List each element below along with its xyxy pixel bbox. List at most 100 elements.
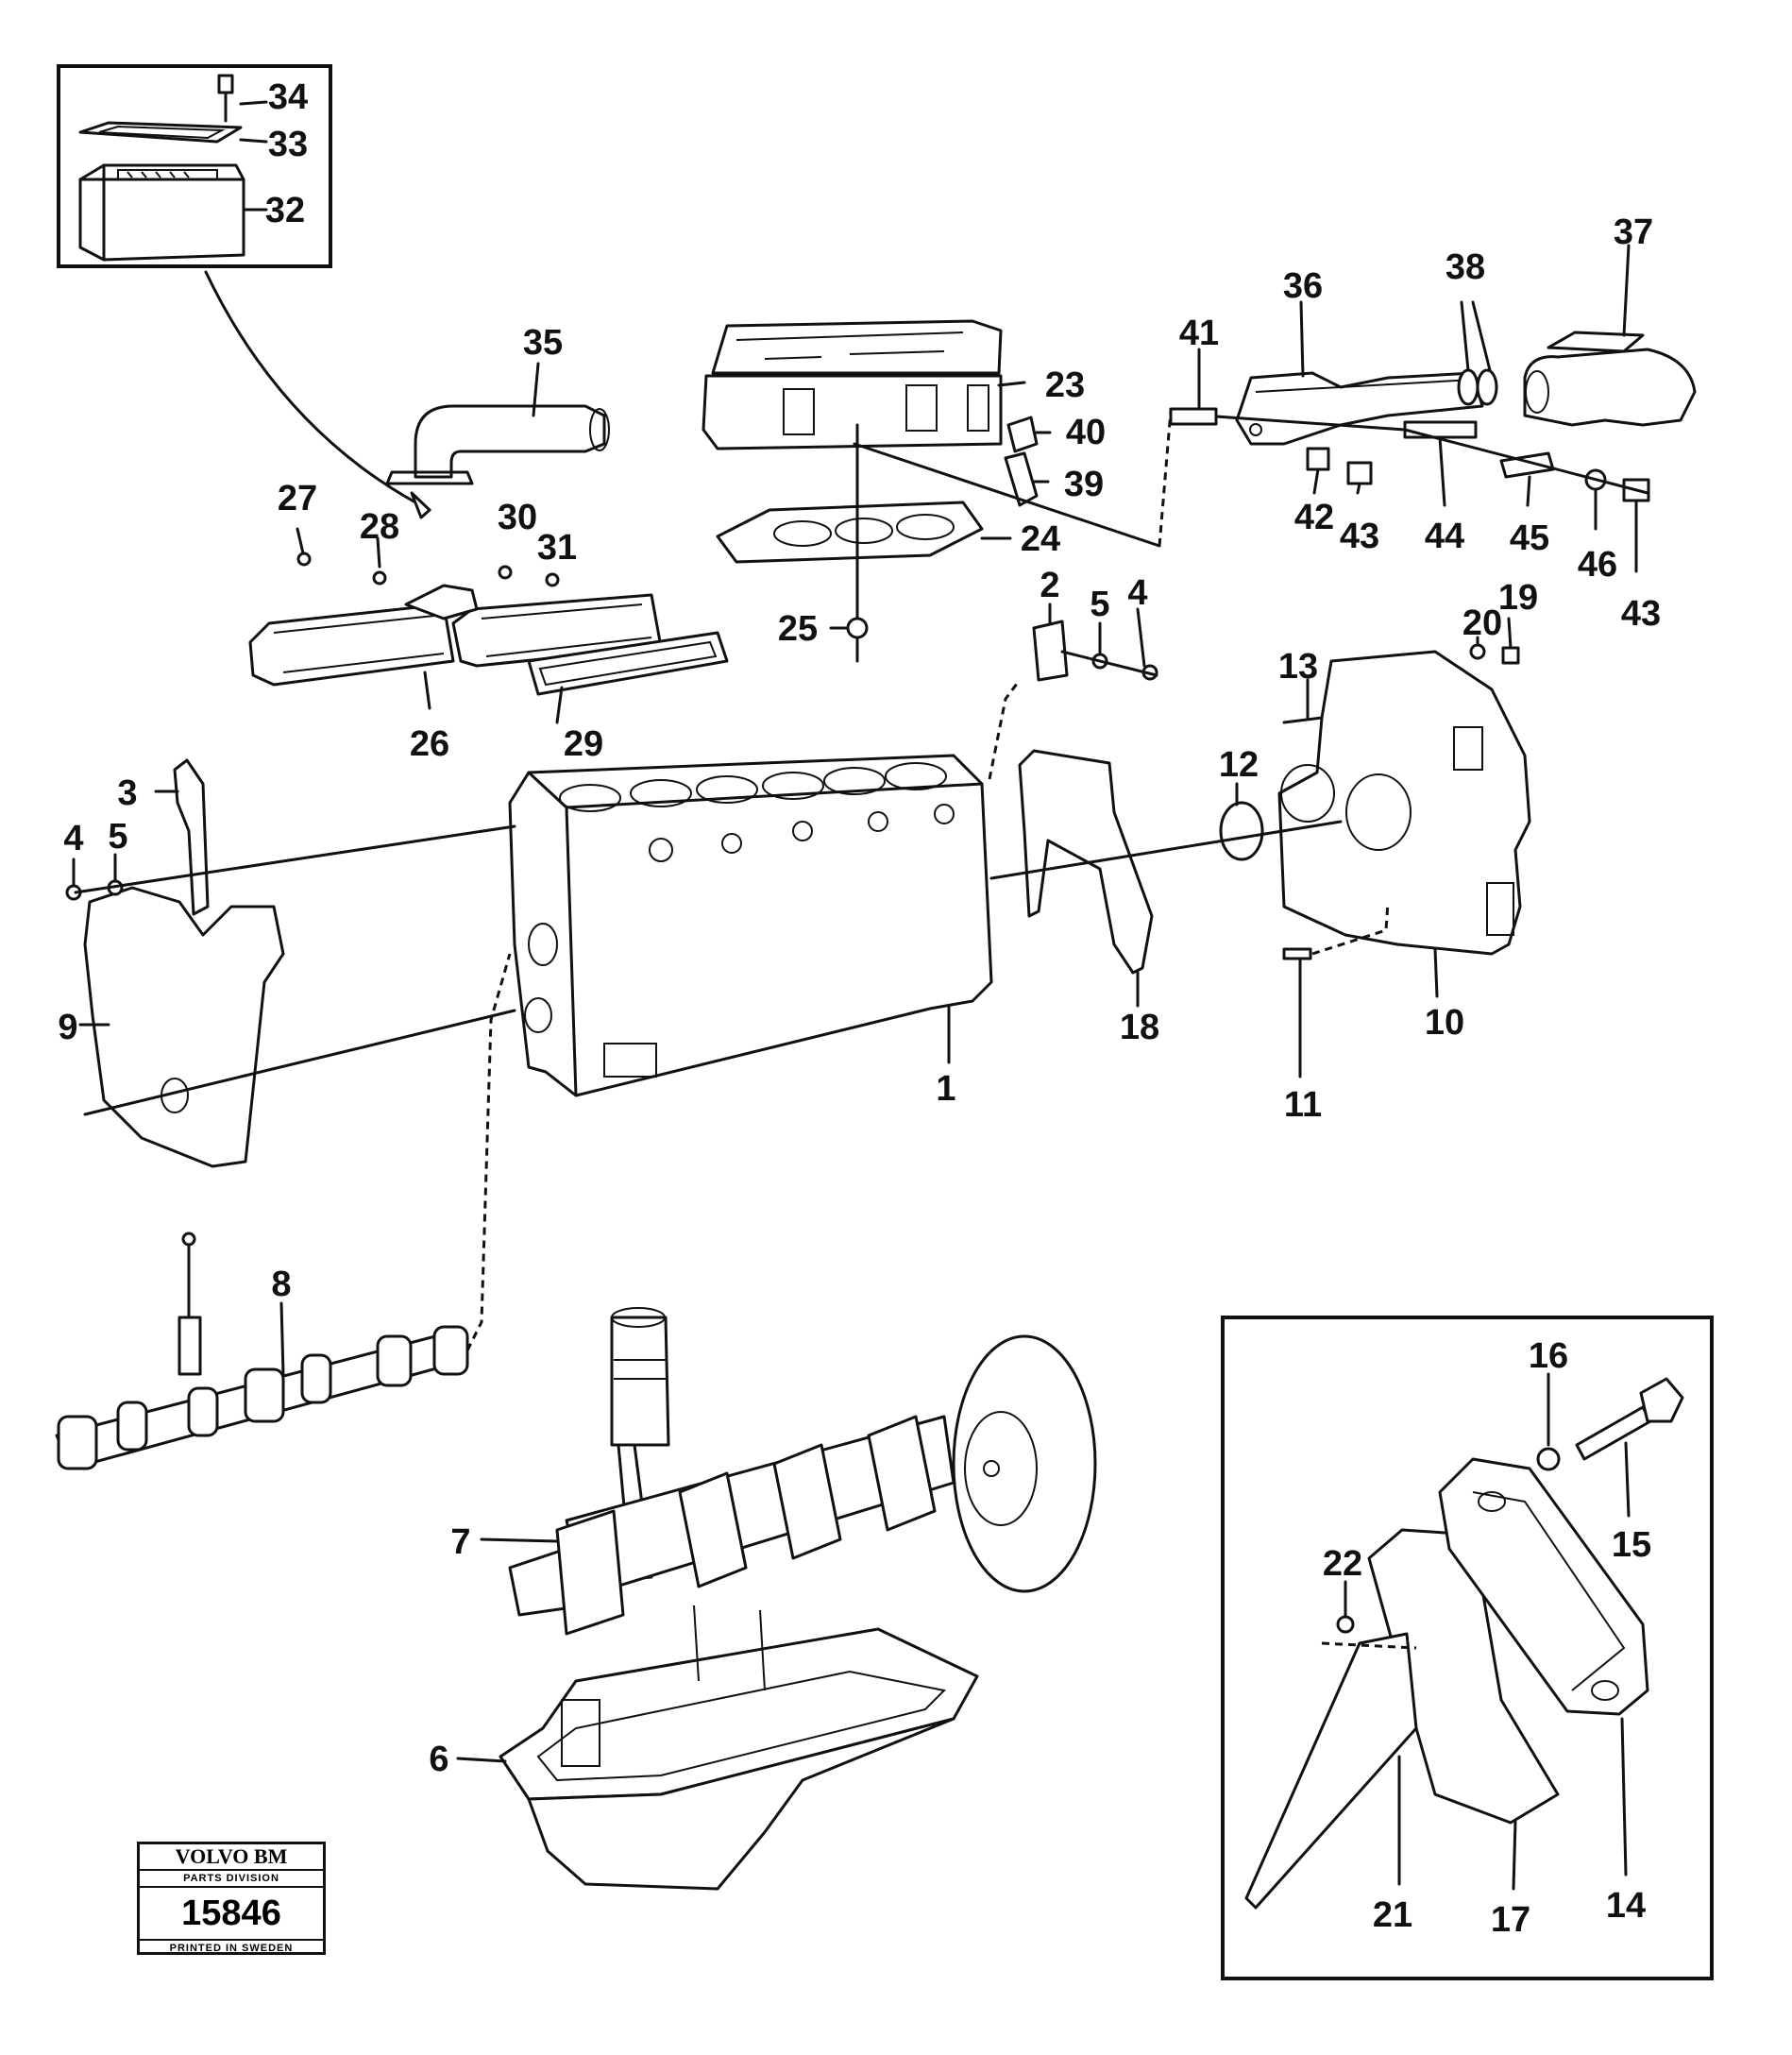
callout-7: 7 bbox=[450, 1522, 470, 1562]
callout-1: 1 bbox=[936, 1069, 955, 1109]
callout-2: 2 bbox=[1040, 566, 1059, 605]
leaders-inset-top bbox=[239, 100, 268, 212]
part-1-engine-block bbox=[508, 754, 993, 1097]
part-38-ring-a bbox=[1457, 368, 1479, 406]
leader-6 bbox=[456, 1757, 507, 1763]
callout-25: 25 bbox=[778, 609, 818, 649]
callout-27: 27 bbox=[278, 479, 317, 518]
part-24-head-gasket bbox=[716, 501, 984, 564]
part-35-elbow bbox=[385, 404, 610, 485]
part-25-dowel bbox=[846, 617, 869, 639]
part-27-bolt bbox=[296, 552, 312, 567]
dash-22 bbox=[1321, 1641, 1417, 1650]
callout-13: 13 bbox=[1278, 647, 1318, 687]
leaders-2-4-5 bbox=[1048, 603, 1146, 668]
callout-43-a: 43 bbox=[1340, 517, 1379, 556]
callout-18: 18 bbox=[1120, 1008, 1159, 1047]
part-39-gasket bbox=[1004, 451, 1039, 507]
part-13-pin bbox=[1282, 716, 1324, 724]
callout-28: 28 bbox=[360, 507, 399, 547]
callout-41: 41 bbox=[1179, 314, 1219, 353]
callout-37: 37 bbox=[1614, 212, 1653, 252]
leaders-39-40 bbox=[1032, 431, 1052, 484]
part-9-timing-cover bbox=[83, 886, 285, 1168]
inset-frame-bottom bbox=[1221, 1316, 1714, 1980]
callout-24: 24 bbox=[1021, 519, 1060, 559]
dash-8 bbox=[465, 953, 512, 1351]
part-33-gasket bbox=[78, 121, 243, 144]
part-3-bracket bbox=[173, 758, 210, 916]
callout-8: 8 bbox=[271, 1265, 291, 1304]
part-6-oil-pan bbox=[499, 1605, 979, 1891]
callout-45: 45 bbox=[1510, 518, 1549, 558]
callout-14: 14 bbox=[1606, 1886, 1646, 1926]
callout-21: 21 bbox=[1373, 1895, 1412, 1935]
part-18-gasket bbox=[1018, 749, 1154, 975]
callout-12: 12 bbox=[1219, 745, 1259, 785]
part-22-bolt bbox=[1336, 1615, 1355, 1634]
axis-left-top bbox=[74, 824, 516, 894]
parts-division-stamp: VOLVO BM PARTS DIVISION 15846 PRINTED IN… bbox=[137, 1842, 326, 1955]
leaders-manifold bbox=[296, 527, 564, 724]
part-16-washer bbox=[1536, 1447, 1561, 1471]
callout-36: 36 bbox=[1283, 266, 1323, 306]
stamp-brand: VOLVO BM bbox=[140, 1844, 323, 1871]
callout-32: 32 bbox=[265, 191, 305, 230]
leaders-inset-bottom bbox=[1344, 1372, 1631, 1891]
callout-17: 17 bbox=[1491, 1900, 1530, 1940]
part-11-pin bbox=[1282, 947, 1312, 960]
callout-20: 20 bbox=[1462, 603, 1502, 643]
callout-26: 26 bbox=[410, 724, 449, 764]
leader-37 bbox=[1622, 244, 1631, 337]
callout-43-b: 43 bbox=[1621, 594, 1661, 634]
dash-11 bbox=[1311, 901, 1390, 956]
callout-4-left: 4 bbox=[63, 819, 83, 858]
callout-15: 15 bbox=[1612, 1525, 1651, 1565]
leaders-38 bbox=[1460, 300, 1492, 372]
part-42-sleeve bbox=[1306, 447, 1330, 471]
dash-2 bbox=[988, 679, 1022, 780]
callout-23: 23 bbox=[1045, 365, 1085, 405]
callout-33: 33 bbox=[268, 125, 308, 164]
part-30-bolt bbox=[498, 565, 513, 580]
callout-46: 46 bbox=[1578, 545, 1617, 585]
leaders-41-46 bbox=[1312, 435, 1638, 573]
callout-22: 22 bbox=[1323, 1544, 1362, 1584]
part-44-stud bbox=[1403, 420, 1478, 439]
part-7-crankshaft-piston bbox=[508, 1307, 1097, 1636]
axis-exhaust-studs bbox=[1214, 415, 1649, 495]
dash-41 bbox=[1158, 410, 1173, 547]
arrow-inset-to-manifold bbox=[204, 270, 431, 512]
leaders-4-5-left bbox=[72, 853, 117, 888]
part-20-washer bbox=[1469, 643, 1486, 660]
part-23-cylinder-head bbox=[702, 319, 1003, 450]
part-40-gasket bbox=[1006, 416, 1039, 453]
part-37-elbow bbox=[1523, 331, 1697, 427]
leader-10 bbox=[1433, 947, 1439, 998]
callout-44: 44 bbox=[1425, 517, 1464, 556]
axis-2 bbox=[1060, 650, 1158, 677]
callout-38: 38 bbox=[1445, 247, 1485, 287]
callout-42: 42 bbox=[1294, 498, 1334, 537]
part-8-camshaft bbox=[55, 1231, 469, 1470]
part-43-nut-a bbox=[1346, 461, 1373, 485]
callout-39: 39 bbox=[1064, 465, 1104, 504]
part-12-seal bbox=[1219, 801, 1264, 861]
callout-4-right: 4 bbox=[1127, 573, 1147, 613]
part-10-flywheel-housing bbox=[1277, 650, 1531, 956]
part-17-bracket bbox=[1367, 1528, 1560, 1825]
inset-frame-top bbox=[57, 64, 332, 268]
callout-10: 10 bbox=[1425, 1003, 1464, 1043]
part-2-cover bbox=[1032, 620, 1069, 682]
axis-block-housing bbox=[989, 820, 1343, 880]
callout-29: 29 bbox=[564, 724, 603, 764]
callout-19: 19 bbox=[1498, 578, 1538, 618]
stamp-printed: PRINTED IN SWEDEN bbox=[169, 1943, 294, 1954]
callout-5-left: 5 bbox=[108, 817, 127, 857]
part-21-arm bbox=[1244, 1632, 1418, 1910]
callout-31: 31 bbox=[537, 528, 577, 568]
callout-16: 16 bbox=[1529, 1336, 1568, 1376]
part-32-housing bbox=[78, 163, 245, 262]
